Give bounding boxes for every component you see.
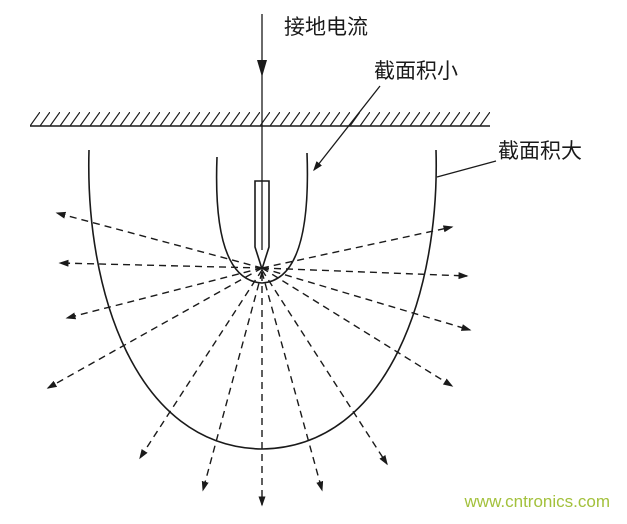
large-cross-section-label: 截面积大 xyxy=(498,140,582,163)
flow-arrow-right-1 xyxy=(261,225,454,269)
watermark: www.cntronics.com xyxy=(464,492,610,511)
flow-arrow-left-3 xyxy=(65,267,263,320)
flow-arrow-bottom-right xyxy=(261,271,324,492)
ground-hatching xyxy=(30,112,490,126)
current-direction-arrowhead xyxy=(257,60,267,77)
grounding-electrode xyxy=(254,180,270,272)
flow-arrow-left-5 xyxy=(139,269,263,460)
flow-arrow-left-4 xyxy=(46,267,263,389)
flow-arrow-right-2 xyxy=(261,267,469,280)
flow-arrow-right-4 xyxy=(261,267,454,387)
flow-arrow-left-1 xyxy=(55,211,263,269)
ground-surface xyxy=(30,112,490,127)
flow-arrow-right-5 xyxy=(261,269,388,466)
small-cross-section-label: 截面积小 xyxy=(374,60,458,83)
flow-arrow-bottom-left xyxy=(201,271,263,492)
current-flow-arrows xyxy=(46,211,472,507)
flow-arrow-right-3 xyxy=(261,267,472,331)
inner-equipotential-curve xyxy=(215,152,309,284)
large-cross-section-leader-line xyxy=(436,160,497,178)
flow-arrow-left-2 xyxy=(58,259,263,269)
grounding-current-label: 接地电流 xyxy=(284,16,368,39)
small-cross-section-leader-line xyxy=(313,85,381,172)
